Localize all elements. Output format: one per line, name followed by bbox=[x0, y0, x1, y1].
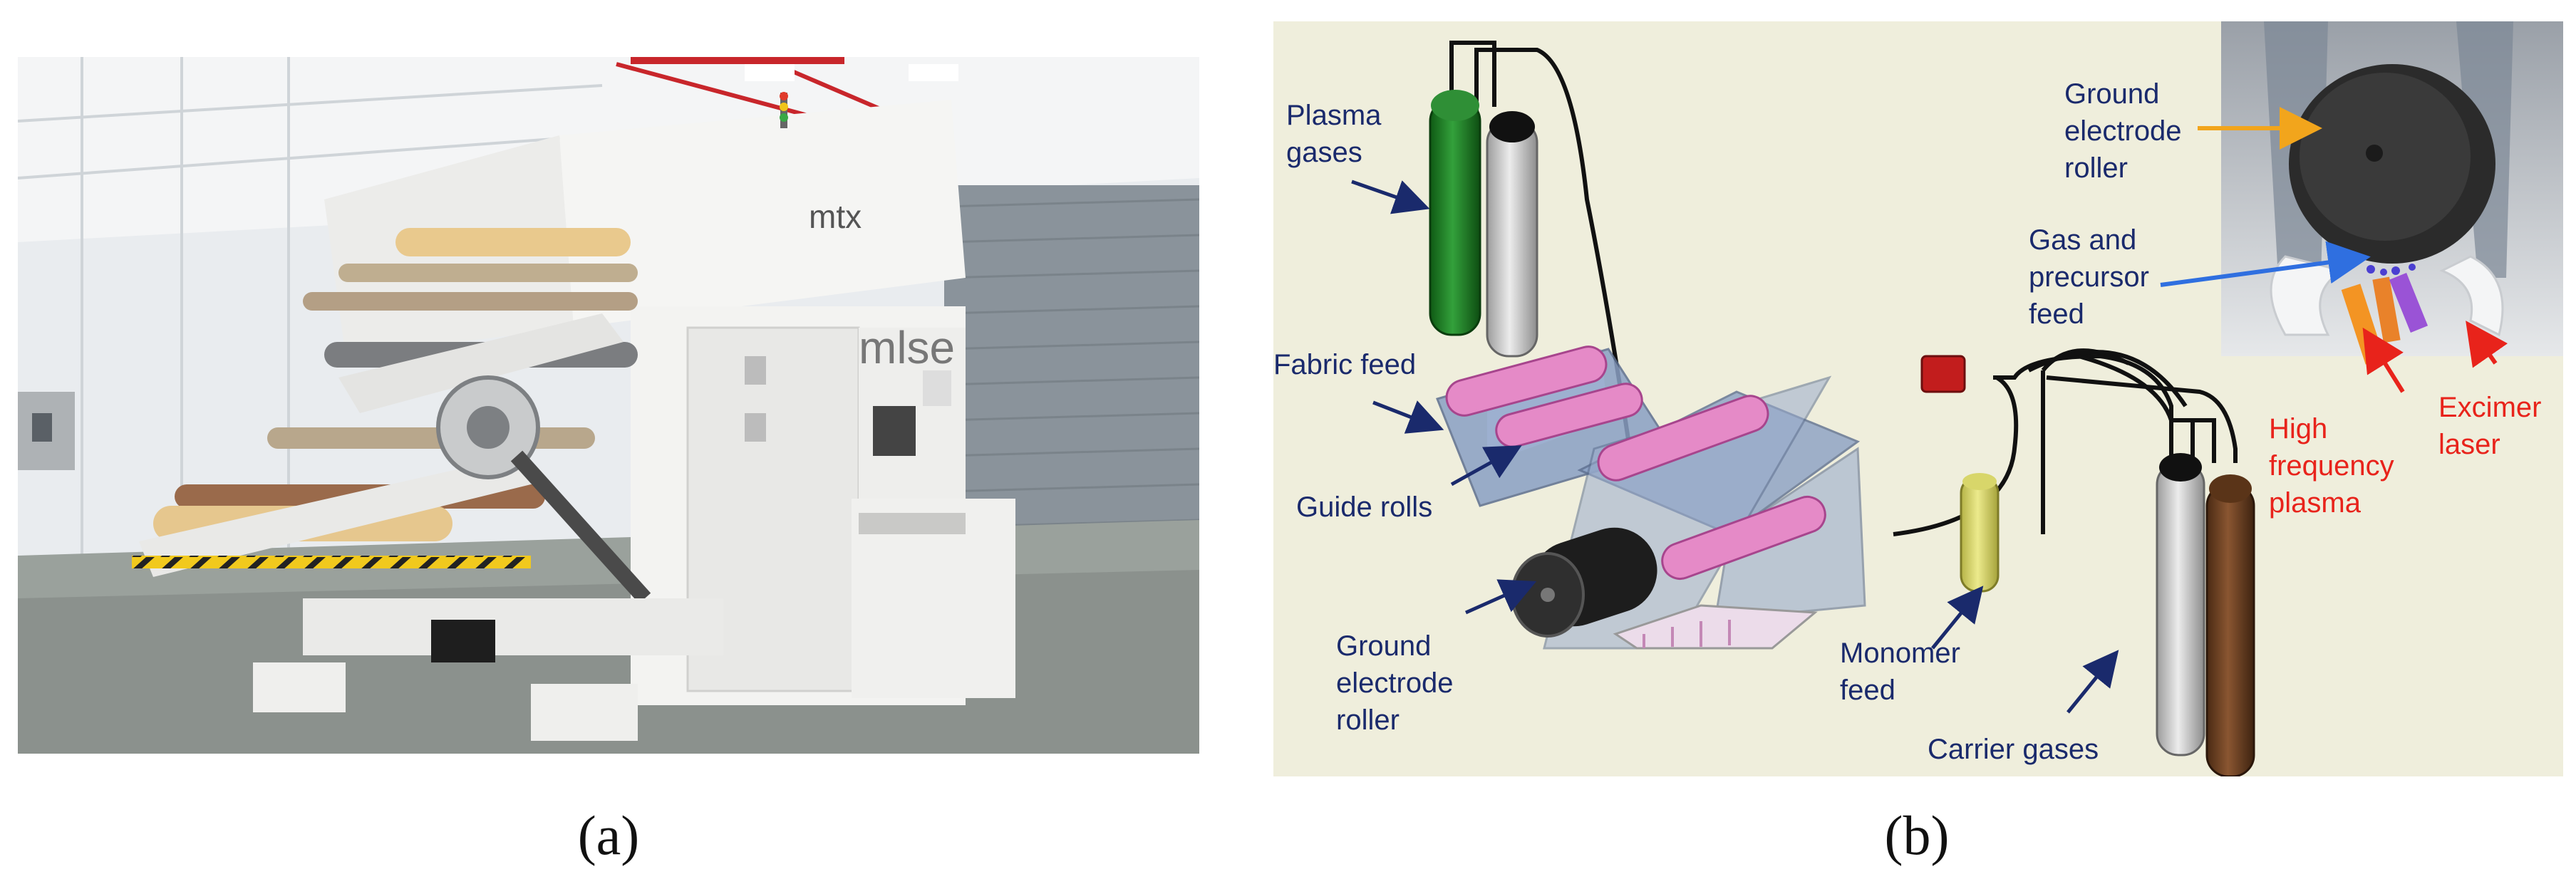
carrier-gas-cylinders bbox=[2156, 453, 2255, 778]
inset-closeup bbox=[2221, 21, 2563, 365]
label-monomer-feed: Monomer feed bbox=[1840, 638, 1968, 706]
label-plasma-gases: Plasma gases bbox=[1286, 100, 1390, 168]
machine-brand-text: mlse bbox=[859, 322, 955, 373]
caption-a: (a) bbox=[577, 804, 640, 866]
label-inset-ground-electrode-roller: Ground electrode roller bbox=[2064, 78, 2190, 184]
monomer-bottle bbox=[1960, 473, 2000, 593]
plasma-schematic-diagram: Plasma gases Fabric feed Guide rolls Gro… bbox=[1273, 21, 2563, 778]
label-guide-rolls: Guide rolls bbox=[1296, 492, 1432, 523]
label-ground-electrode-roller: Ground electrode roller bbox=[1336, 630, 1462, 736]
label-carrier-gases: Carrier gases bbox=[1928, 734, 2099, 765]
plasma-schematic: Plasma gases Fabric feed Guide rolls Gro… bbox=[1273, 21, 2563, 778]
machine-photo-illustration: mtx mlse bbox=[17, 55, 1200, 754]
red-connector bbox=[1920, 355, 1966, 393]
machine-logo-text: mtx bbox=[809, 198, 862, 235]
caption-b: (b) bbox=[1884, 804, 1950, 866]
label-excimer-laser: Excimer laser bbox=[2438, 392, 2550, 460]
label-gas-precursor-feed: Gas and precursor feed bbox=[2029, 224, 2157, 330]
label-fabric-feed: Fabric feed bbox=[1273, 349, 1416, 380]
plasma-gas-cylinders bbox=[1429, 90, 1538, 358]
machine-photo: mtx mlse bbox=[17, 55, 1200, 754]
monomer-line bbox=[1893, 375, 2019, 536]
label-high-frequency-plasma: High frequency plasma bbox=[2269, 413, 2402, 519]
fabric-web bbox=[1435, 345, 1866, 650]
